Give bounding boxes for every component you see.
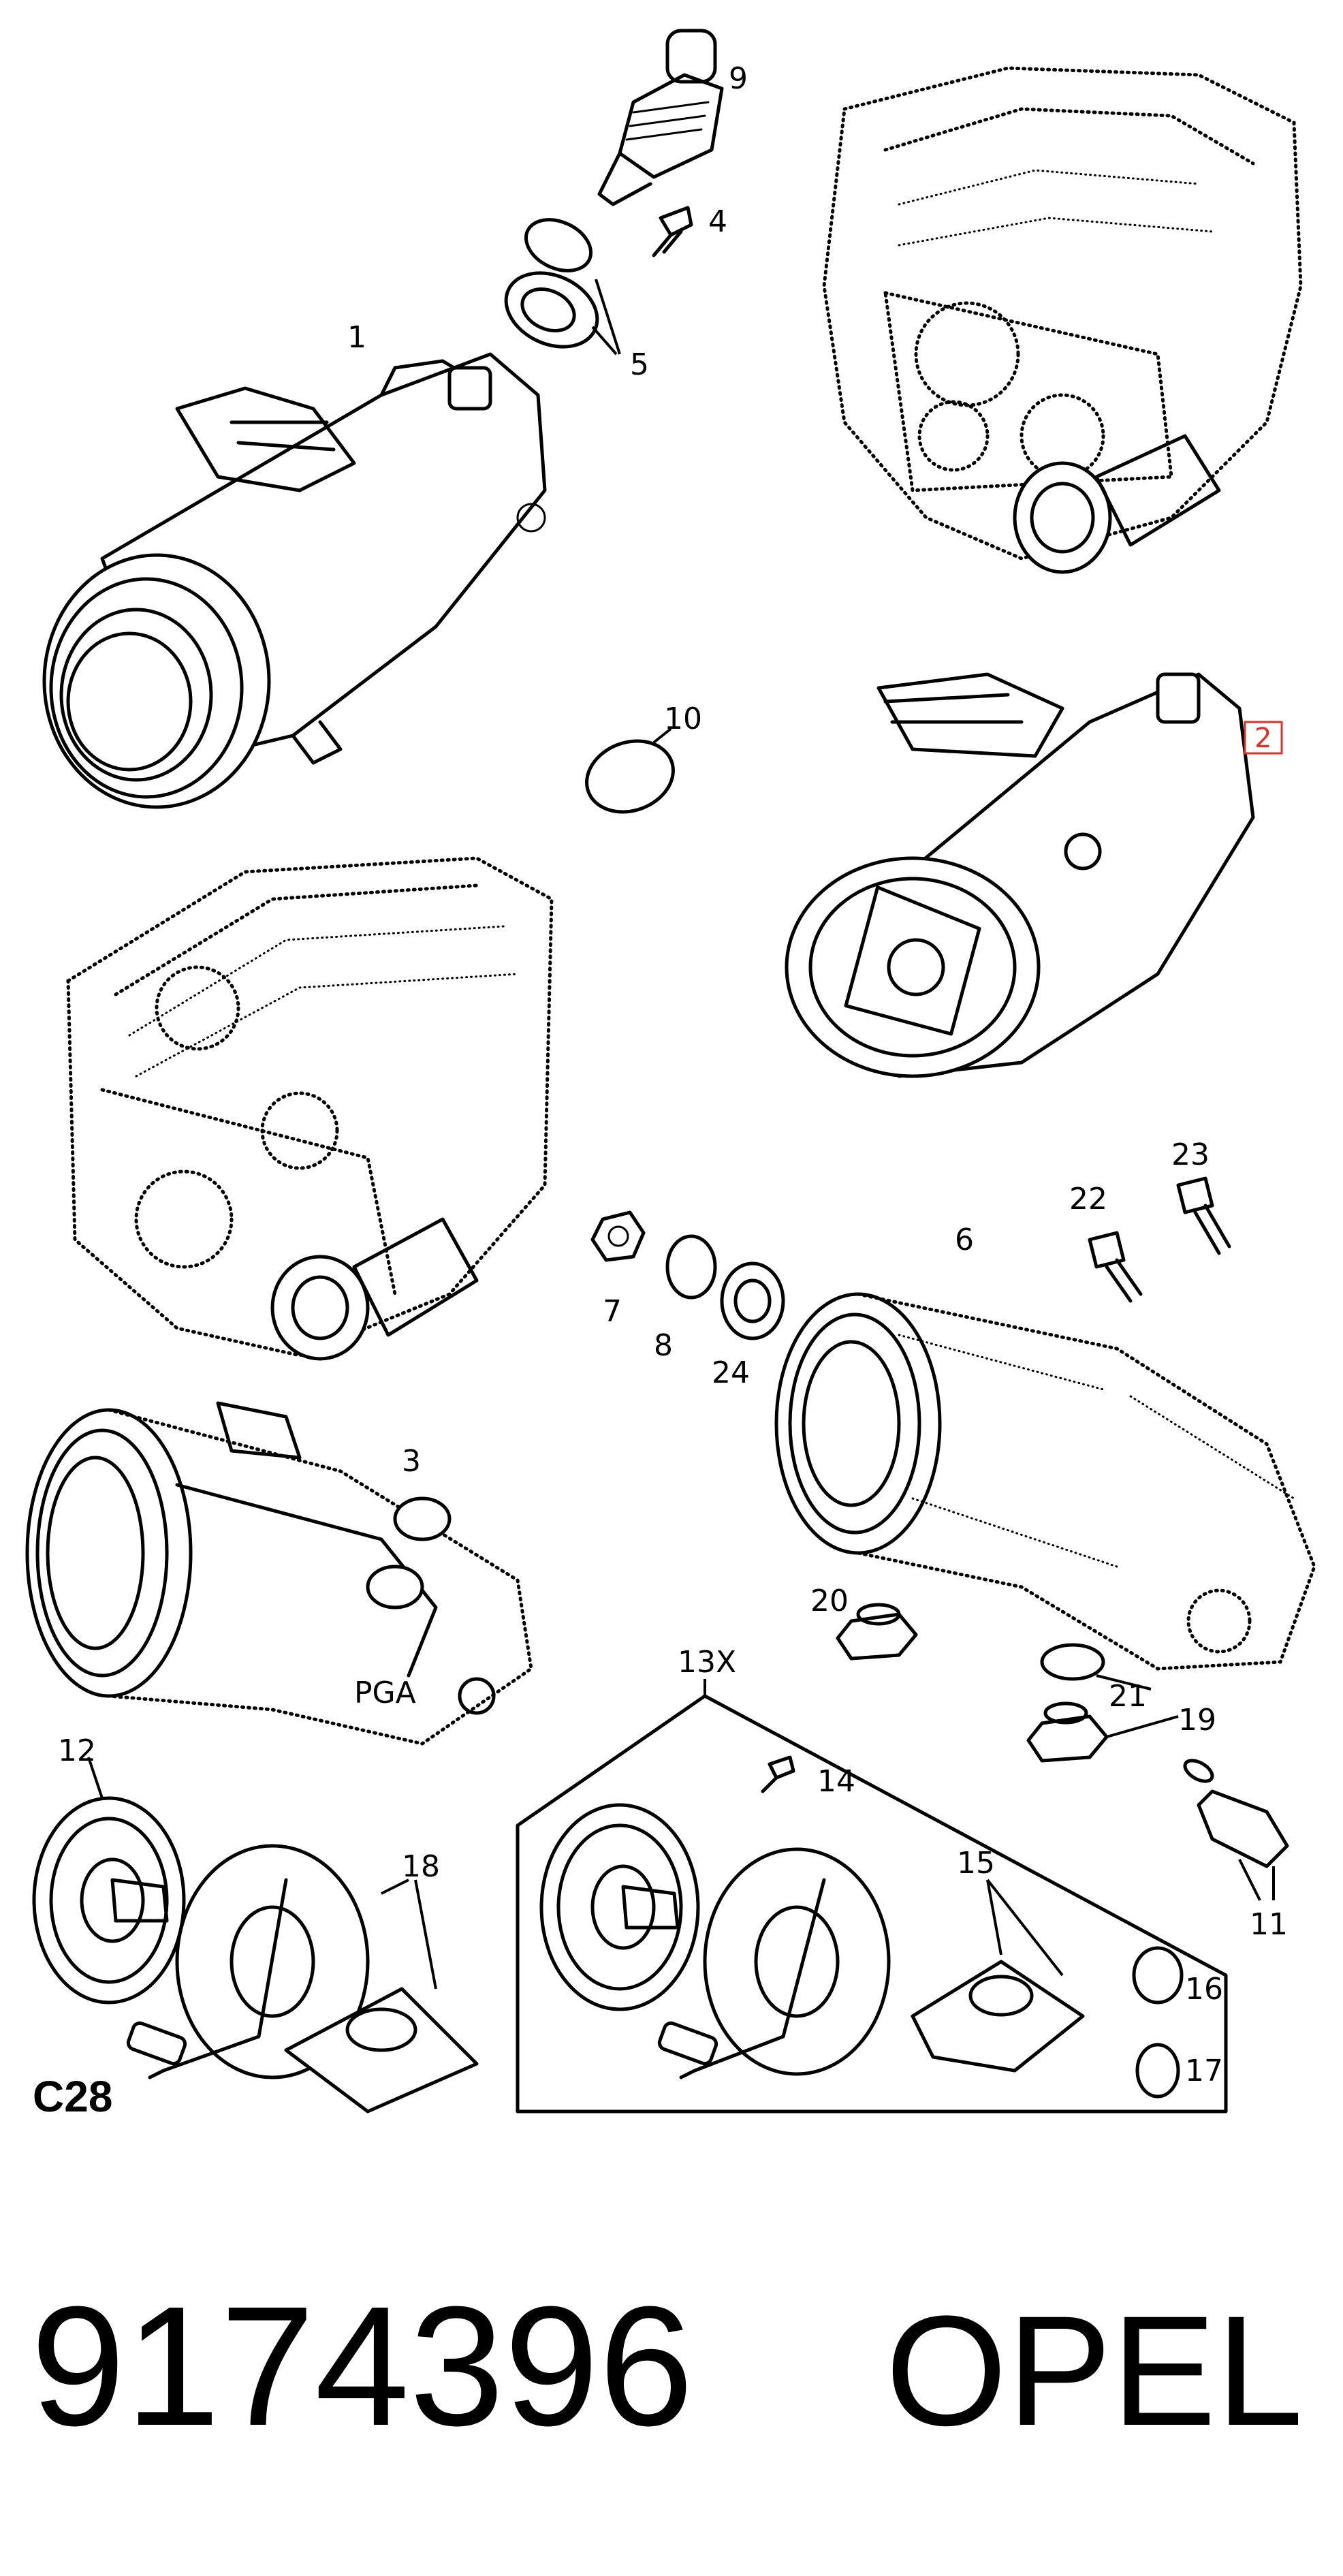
section-label: C28: [33, 2072, 112, 2121]
callout-24: 24: [712, 1355, 750, 1390]
callout-10: 10: [664, 702, 702, 736]
callout-12: 12: [58, 1733, 96, 1768]
callout-18: 18: [402, 1849, 440, 1884]
engine-illustration-middle: [66, 856, 554, 1361]
nut-part-7: [590, 1210, 646, 1262]
engine-illustration-top: [822, 66, 1303, 574]
part-number: 9174396: [31, 2271, 693, 2461]
callout-13x: 13X: [678, 1645, 736, 1680]
callout-4: 4: [708, 204, 727, 239]
valve-part-9: [597, 29, 724, 206]
callout-17: 17: [1185, 2054, 1223, 2088]
kit-contents: [539, 1755, 1184, 2099]
callout-15: 15: [957, 1846, 995, 1881]
seal-part-24: [720, 1261, 785, 1340]
callout-2: 2: [1254, 723, 1271, 754]
callout-20: 20: [810, 1584, 849, 1618]
pga-label: PGA: [354, 1676, 416, 1710]
compressor-part-2: [785, 672, 1255, 1078]
callout-7: 7: [603, 1294, 622, 1329]
callout-22: 22: [1069, 1182, 1107, 1216]
callout-11: 11: [1250, 1907, 1288, 1942]
callout-14: 14: [817, 1764, 855, 1799]
kit-frame-part-13x: [516, 1679, 1228, 2114]
callout-6: 6: [955, 1223, 974, 1257]
callout-8: 8: [654, 1328, 673, 1363]
sensor-part-11: [1183, 1759, 1289, 1901]
plug-part-19: [1026, 1674, 1179, 1763]
o-ring-part-21: [1040, 1643, 1105, 1681]
compressor-part-1: [42, 352, 547, 809]
callout-9: 9: [729, 61, 748, 96]
bolt-part-23: [1176, 1176, 1231, 1255]
circlip-part-8: [665, 1234, 717, 1300]
plug-part-20: [836, 1603, 918, 1661]
brand-name: OPEL: [885, 2283, 1304, 2458]
seal-rings-part-5: [504, 218, 621, 356]
bolt-part-4: [652, 206, 693, 257]
ring-part-10: [585, 727, 675, 814]
callout-2-highlight: 2: [1244, 721, 1283, 755]
callout-23: 23: [1171, 1137, 1210, 1172]
clutch-plate-part-12: [32, 1757, 186, 2005]
callout-19: 19: [1178, 1703, 1216, 1738]
callout-5: 5: [630, 347, 649, 382]
compressor-part-6: [774, 1292, 1316, 1671]
callout-3: 3: [402, 1444, 421, 1479]
callout-21: 21: [1109, 1679, 1147, 1714]
bolt-part-22: [1088, 1231, 1143, 1303]
clutch-coil-part-18: [126, 1844, 479, 2114]
compressor-part-3: PGA: [25, 1401, 533, 1746]
callout-16: 16: [1185, 1972, 1223, 2007]
callout-1: 1: [347, 320, 366, 355]
